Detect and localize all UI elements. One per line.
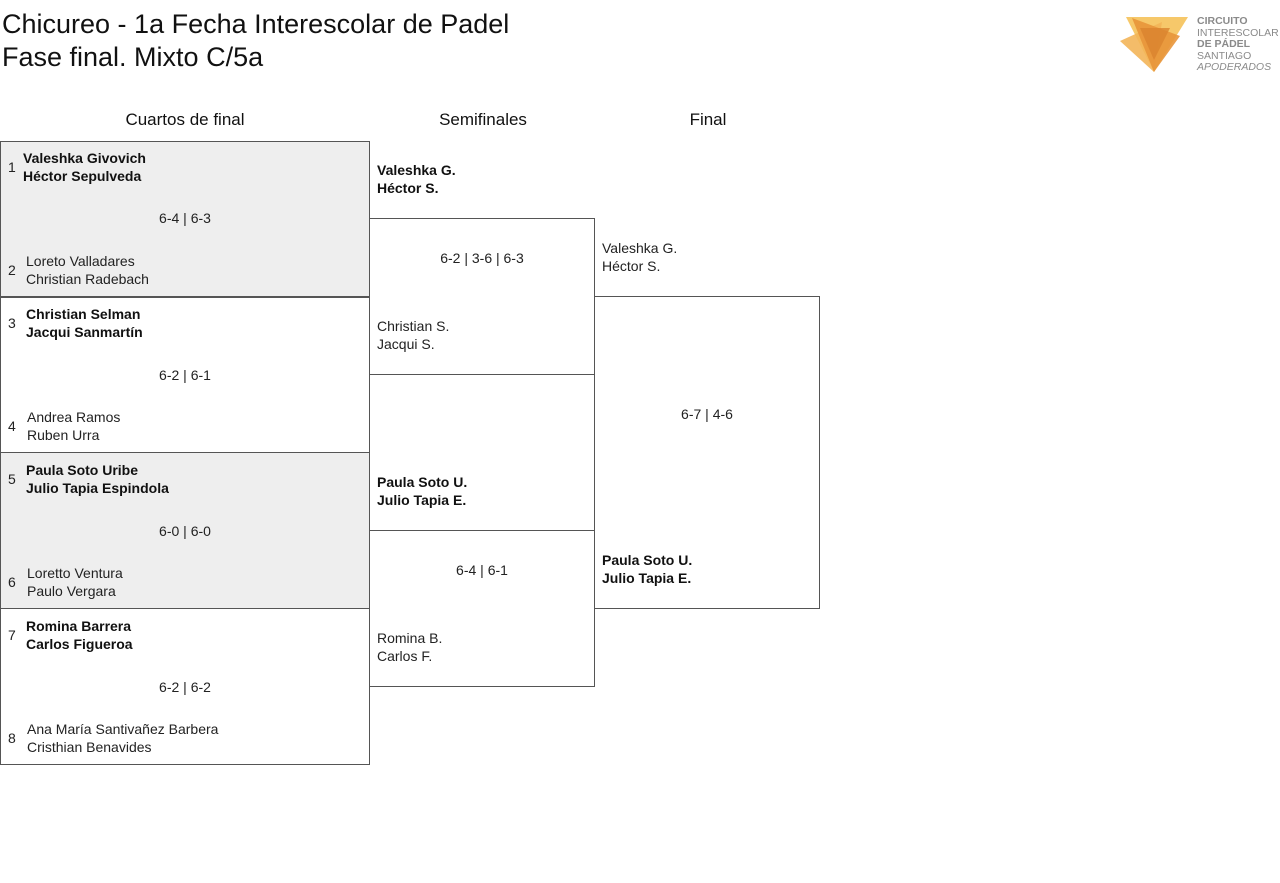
final-match[interactable]: 6-7 | 4-6 Paula Soto U. Julio Tapia E. xyxy=(594,296,820,609)
semifinal-1-pair-winner: Valeshka G. Héctor S. xyxy=(377,162,456,196)
match-score: 6-7 | 4-6 xyxy=(681,406,733,422)
quarterfinal-match-3[interactable]: 5 Paula Soto Uribe Julio Tapia Espindola… xyxy=(0,452,370,609)
pair-winner: Valeshka Givovich Héctor Sepulveda xyxy=(23,150,146,184)
pair-loser: Andrea Ramos Ruben Urra xyxy=(27,409,121,443)
circuit-logo: CIRCUITO INTERESCOLAR DE PÁDEL SANTIAGO … xyxy=(1118,14,1279,76)
seed-number: 5 xyxy=(8,471,16,487)
semifinal-2-pair-winner: Paula Soto U. Julio Tapia E. xyxy=(377,474,468,508)
seed-number: 7 xyxy=(8,627,16,643)
match-score: 6-0 | 6-0 xyxy=(159,523,211,539)
seed-number: 4 xyxy=(8,418,16,434)
final-pair-top: Valeshka G. Héctor S. xyxy=(602,240,678,274)
semifinal-match-1[interactable]: 6-2 | 3-6 | 6-3 Christian S. Jacqui S. xyxy=(369,218,595,375)
pair-loser: Romina B. Carlos F. xyxy=(377,630,443,664)
pair-winner: Romina Barrera Carlos Figueroa xyxy=(26,618,133,652)
page-title: Chicureo - 1a Fecha Interescolar de Pade… xyxy=(2,8,509,74)
seed-number: 3 xyxy=(8,315,16,331)
match-score: 6-4 | 6-1 xyxy=(456,562,508,578)
fox-logo-icon xyxy=(1120,17,1188,72)
semifinal-match-2[interactable]: 6-4 | 6-1 Romina B. Carlos F. xyxy=(369,530,595,687)
quarterfinal-match-4[interactable]: 7 Romina Barrera Carlos Figueroa 6-2 | 6… xyxy=(0,608,370,765)
match-score: 6-2 | 6-2 xyxy=(159,679,211,695)
match-score: 6-4 | 6-3 xyxy=(159,210,211,226)
final-pair-winner: Paula Soto U. Julio Tapia E. xyxy=(602,552,693,586)
logo-text: CIRCUITO INTERESCOLAR DE PÁDEL SANTIAGO … xyxy=(1197,15,1279,73)
round-header-quarterfinals: Cuartos de final xyxy=(125,110,245,129)
quarterfinal-match-1[interactable]: 1 Valeshka Givovich Héctor Sepulveda 6-4… xyxy=(0,141,370,298)
round-header-final: Final xyxy=(689,110,727,129)
round-header-semifinals: Semifinales xyxy=(439,110,527,129)
title-line-2: Fase final. Mixto C/5a xyxy=(2,42,264,72)
pair-loser: Ana María Santivañez Barbera Cristhian B… xyxy=(27,721,219,755)
pair-loser: Loretto Ventura Paulo Vergara xyxy=(27,565,123,599)
seed-number: 1 xyxy=(8,159,16,175)
match-score: 6-2 | 3-6 | 6-3 xyxy=(440,250,524,266)
pair-loser: Christian S. Jacqui S. xyxy=(377,318,450,352)
seed-number: 8 xyxy=(8,730,16,746)
pair-winner: Christian Selman Jacqui Sanmartín xyxy=(26,306,143,340)
pair-winner: Paula Soto Uribe Julio Tapia Espindola xyxy=(26,462,169,496)
title-line-1: Chicureo - 1a Fecha Interescolar de Pade… xyxy=(2,9,510,39)
pair-loser: Loreto Valladares Christian Radebach xyxy=(26,253,149,287)
quarterfinal-match-2[interactable]: 3 Christian Selman Jacqui Sanmartín 6-2 … xyxy=(0,296,370,453)
match-score: 6-2 | 6-1 xyxy=(159,367,211,383)
seed-number: 6 xyxy=(8,574,16,590)
seed-number: 2 xyxy=(8,262,16,278)
